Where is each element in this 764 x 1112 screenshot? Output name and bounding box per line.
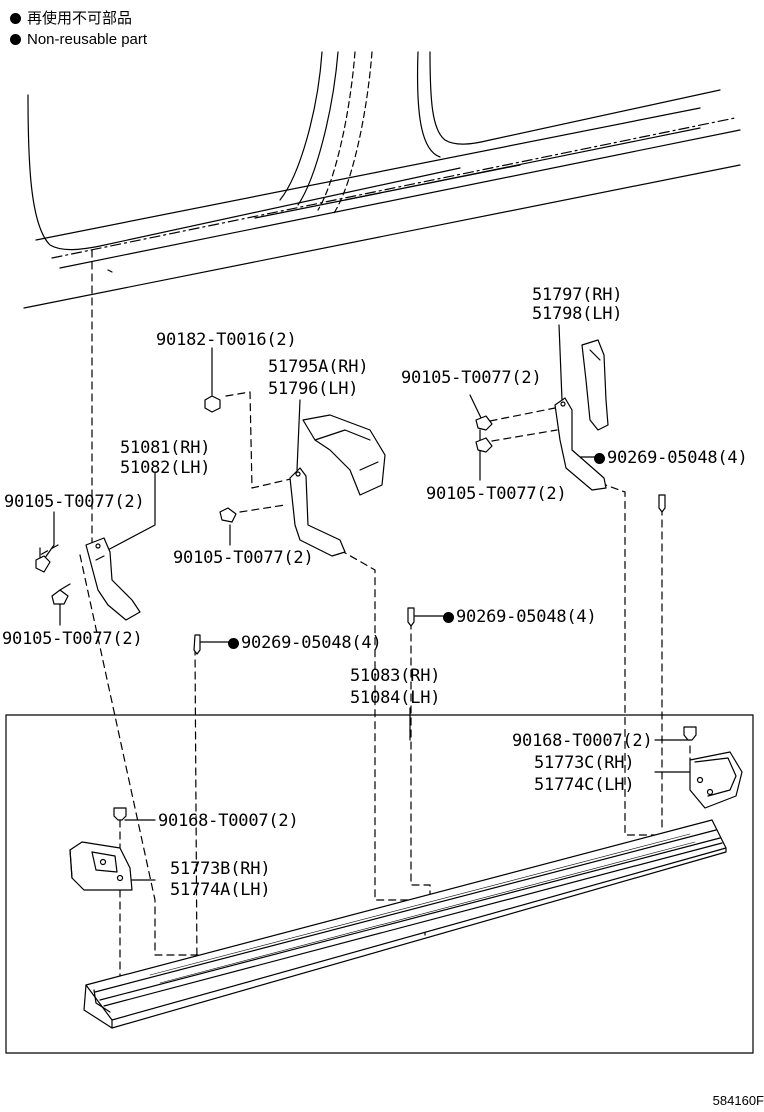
part-label-51081-rh: 51081(RH) — [120, 438, 211, 458]
part-label-90168-right: 90168-T0007(2) — [512, 731, 653, 751]
part-label-90168-left: 90168-T0007(2) — [158, 811, 299, 831]
legend-en: Non-reusable part — [10, 30, 147, 50]
part-label-51796-lh: 51796(LH) — [268, 379, 359, 399]
part-label-51795a-rh: 51795A(RH) — [268, 357, 369, 377]
part-label-51773b-rh: 51773B(RH) — [170, 859, 271, 879]
part-label-90105-left-lower: 90105-T0077(2) — [2, 629, 143, 649]
non-reusable-dot-icon — [443, 612, 454, 623]
part-label-51797-rh: 51797(RH) — [532, 285, 623, 305]
fasteners — [35, 395, 697, 821]
part-label-51774c-lh: 51774C(LH) — [534, 775, 635, 795]
legend-jp: 再使用不可部品 — [10, 9, 132, 29]
part-label-90105-lower-right: 90105-T0077(2) — [426, 484, 567, 504]
part-label-51773c-rh: 51773C(RH) — [534, 753, 635, 773]
part-label-51774a-lh: 51774A(LH) — [170, 880, 271, 900]
non-reusable-dot-icon — [10, 34, 21, 45]
part-label-90182: 90182-T0016(2) — [156, 330, 297, 350]
assembly-frame — [5, 714, 754, 1054]
running-board — [83, 819, 727, 1029]
part-label-90269-left: 90269-05048(4) — [228, 633, 382, 653]
part-label-90105-upper-mid: 90105-T0077(2) — [401, 368, 542, 388]
end-cap-left — [69, 841, 133, 891]
part-label-51084-lh: 51084(LH) — [350, 688, 441, 708]
part-label-51082-lh: 51082(LH) — [120, 458, 211, 478]
bracket-51081 — [85, 537, 141, 621]
part-label-90269-right: 90269-05048(4) — [594, 448, 748, 468]
vehicle-body-outline — [23, 51, 741, 309]
part-label-90269-center: 90269-05048(4) — [443, 607, 597, 627]
part-label-51798-lh: 51798(LH) — [532, 304, 623, 324]
non-reusable-dot-icon — [228, 638, 239, 649]
non-reusable-dot-icon — [594, 453, 605, 464]
part-label-90105-center: 90105-T0077(2) — [173, 548, 314, 568]
bracket-51797 — [554, 339, 609, 491]
bracket-51795a — [289, 414, 386, 557]
callout-lines — [39, 324, 691, 881]
part-label-90105-left-upper: 90105-T0077(2) — [4, 492, 145, 512]
end-cap-right — [689, 751, 743, 809]
non-reusable-dot-icon — [10, 13, 21, 24]
drawing-code: 584160F — [712, 1093, 764, 1108]
part-label-51083-rh: 51083(RH) — [350, 666, 441, 686]
